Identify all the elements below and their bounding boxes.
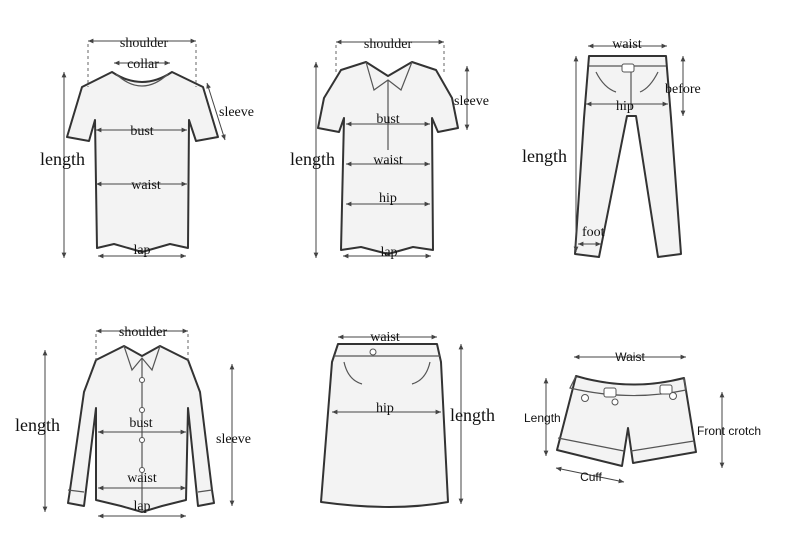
shorts-front-crotch-label: Front crotch [697,424,761,438]
blouse-sleeve-label: sleeve [454,94,489,109]
tshirt-panel: shoulder collar sleeve bust length waist… [40,36,254,259]
shirt-outline [67,345,215,513]
shirt-panel: shoulder length bust sleeve waist lap [15,325,251,519]
blouse-waist-label: waist [373,153,403,168]
trousers-length-label: length [522,146,567,166]
skirt-panel: waist hip length [320,330,495,508]
tshirt-outline [66,71,219,253]
tshirt-collar [115,73,169,87]
skirt-length-label: length [450,405,495,425]
trousers-hip-label: hip [616,99,634,114]
shirt-bust-label: bust [129,416,152,431]
shirt-length-label: length [15,415,60,435]
trousers-waist-label: waist [612,37,642,52]
shirt-shoulder-label: shoulder [119,325,168,340]
tshirt-collar-label: collar [127,57,159,72]
blouse-bust-label: bust [376,112,399,127]
shorts-waist-label: Waist [615,350,645,364]
shorts-cuff-label: Cuff [580,470,602,484]
blouse-length-label: length [290,149,335,169]
tshirt-sleeve-label: sleeve [219,105,254,120]
tshirt-lap-label: lap [133,243,150,258]
tshirt-shoulder-label: shoulder [120,36,169,51]
trousers-foot-label: foot [582,225,605,240]
trousers-panel: waist before hip length foot [522,37,701,258]
shorts-panel: Waist Length Front crotch Cuff [524,350,761,484]
shorts-length-label: Length [524,411,561,425]
blouse-hip-label: hip [379,191,397,206]
skirt-waist-label: waist [370,330,400,345]
tshirt-length-label: length [40,149,85,169]
shirt-lap-label: lap [133,499,150,514]
skirt-hip-label: hip [376,401,394,416]
shirt-waist-label: waist [127,471,157,486]
shirt-sleeve-label: sleeve [216,432,251,447]
shorts-outline [556,375,697,467]
trousers-before-label: before [665,82,701,97]
tshirt-waist-label: waist [131,178,161,193]
blouse-shoulder-label: shoulder [364,37,413,52]
tshirt-bust-label: bust [130,124,153,139]
blouse-panel: shoulder sleeve bust length waist hip la… [290,37,489,260]
skirt-outline [320,343,449,508]
blouse-lap-label: lap [380,245,397,260]
